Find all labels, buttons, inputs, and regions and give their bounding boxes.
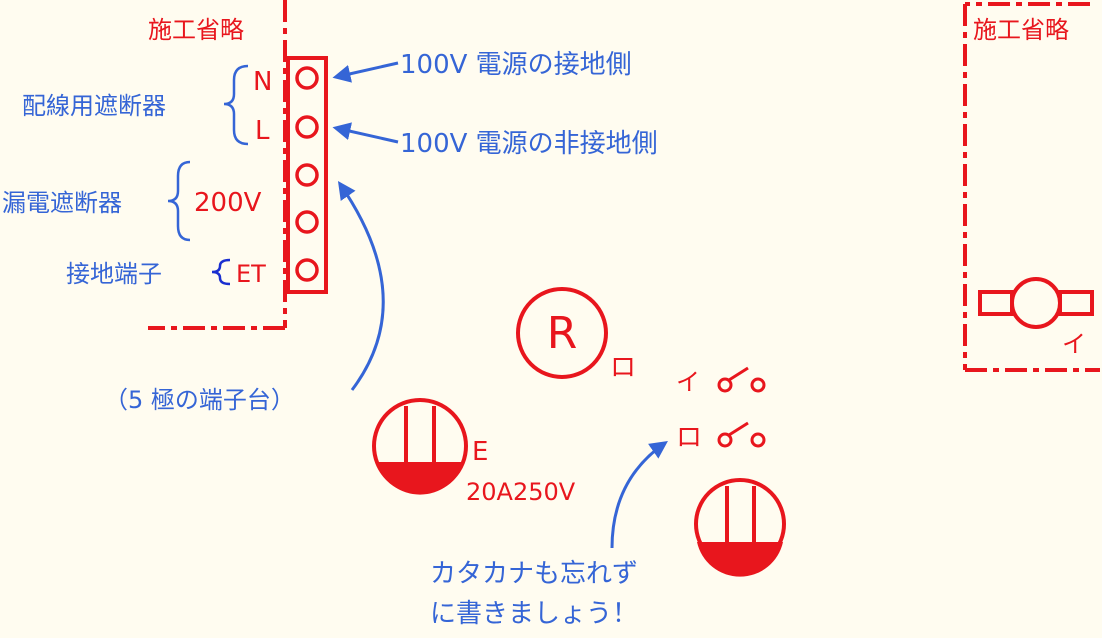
label-i-right: イ: [1062, 330, 1086, 358]
outlet-symbol-right: [694, 478, 786, 577]
switch-symbol-ro: [717, 421, 766, 448]
switch-symbol-i: [717, 366, 766, 393]
brace-earth: [211, 258, 231, 286]
terminal-block: [286, 56, 328, 294]
outlet-rating-label: 20A250V: [466, 478, 576, 506]
lamp-symbol-right: [978, 277, 1094, 329]
terminal-screws: [295, 66, 319, 282]
terminal-screw-et: [295, 258, 319, 282]
terminal-label-200v: 200V: [194, 188, 262, 218]
label-ro-switch: ロ: [676, 423, 702, 453]
label-ro-small: ロ: [610, 353, 636, 383]
terminal-screw-n: [295, 66, 319, 90]
brace-breaker: [223, 64, 249, 146]
omitted-area-right-border: [963, 2, 1100, 372]
note-live-side: 100V 電源の非接地側: [400, 129, 658, 159]
group-label-earth: 接地端子: [66, 260, 162, 288]
arrow-note-n: [332, 61, 399, 83]
note-katakana-line2: に書きましょう！: [430, 599, 638, 629]
arrow-note-l: [332, 122, 399, 144]
brace-leakage: [167, 160, 191, 242]
omitted-label-left: 施工省略: [148, 16, 244, 44]
terminal-screw-200v-2: [295, 210, 319, 234]
terminal-label-et: ET: [236, 260, 266, 288]
outlet-e-label: E: [472, 437, 488, 467]
omitted-label-right: 施工省略: [973, 16, 1069, 44]
terminal-screw-l: [295, 115, 319, 139]
caption-terminal-block: （5 極の端子台）: [104, 386, 295, 414]
arrow-caption: [337, 181, 385, 391]
outlet-e-symbol: [372, 398, 468, 495]
note-katakana-line1: カタカナも忘れず: [430, 559, 638, 589]
group-label-breaker: 配線用遮断器: [22, 92, 166, 120]
omitted-area-left-border: [148, 0, 287, 330]
label-i-switch: イ: [676, 368, 700, 396]
receptacle-symbol: [516, 287, 608, 379]
terminal-label-n: N: [253, 67, 272, 97]
terminal-screw-200v-1: [295, 163, 319, 187]
note-neutral-side: 100V 電源の接地側: [400, 50, 632, 80]
terminal-label-l: L: [255, 116, 270, 146]
arrow-katakana-note: [610, 440, 668, 549]
group-label-leakage: 漏電遮断器: [2, 189, 122, 217]
receptacle-letter: R: [547, 308, 578, 359]
